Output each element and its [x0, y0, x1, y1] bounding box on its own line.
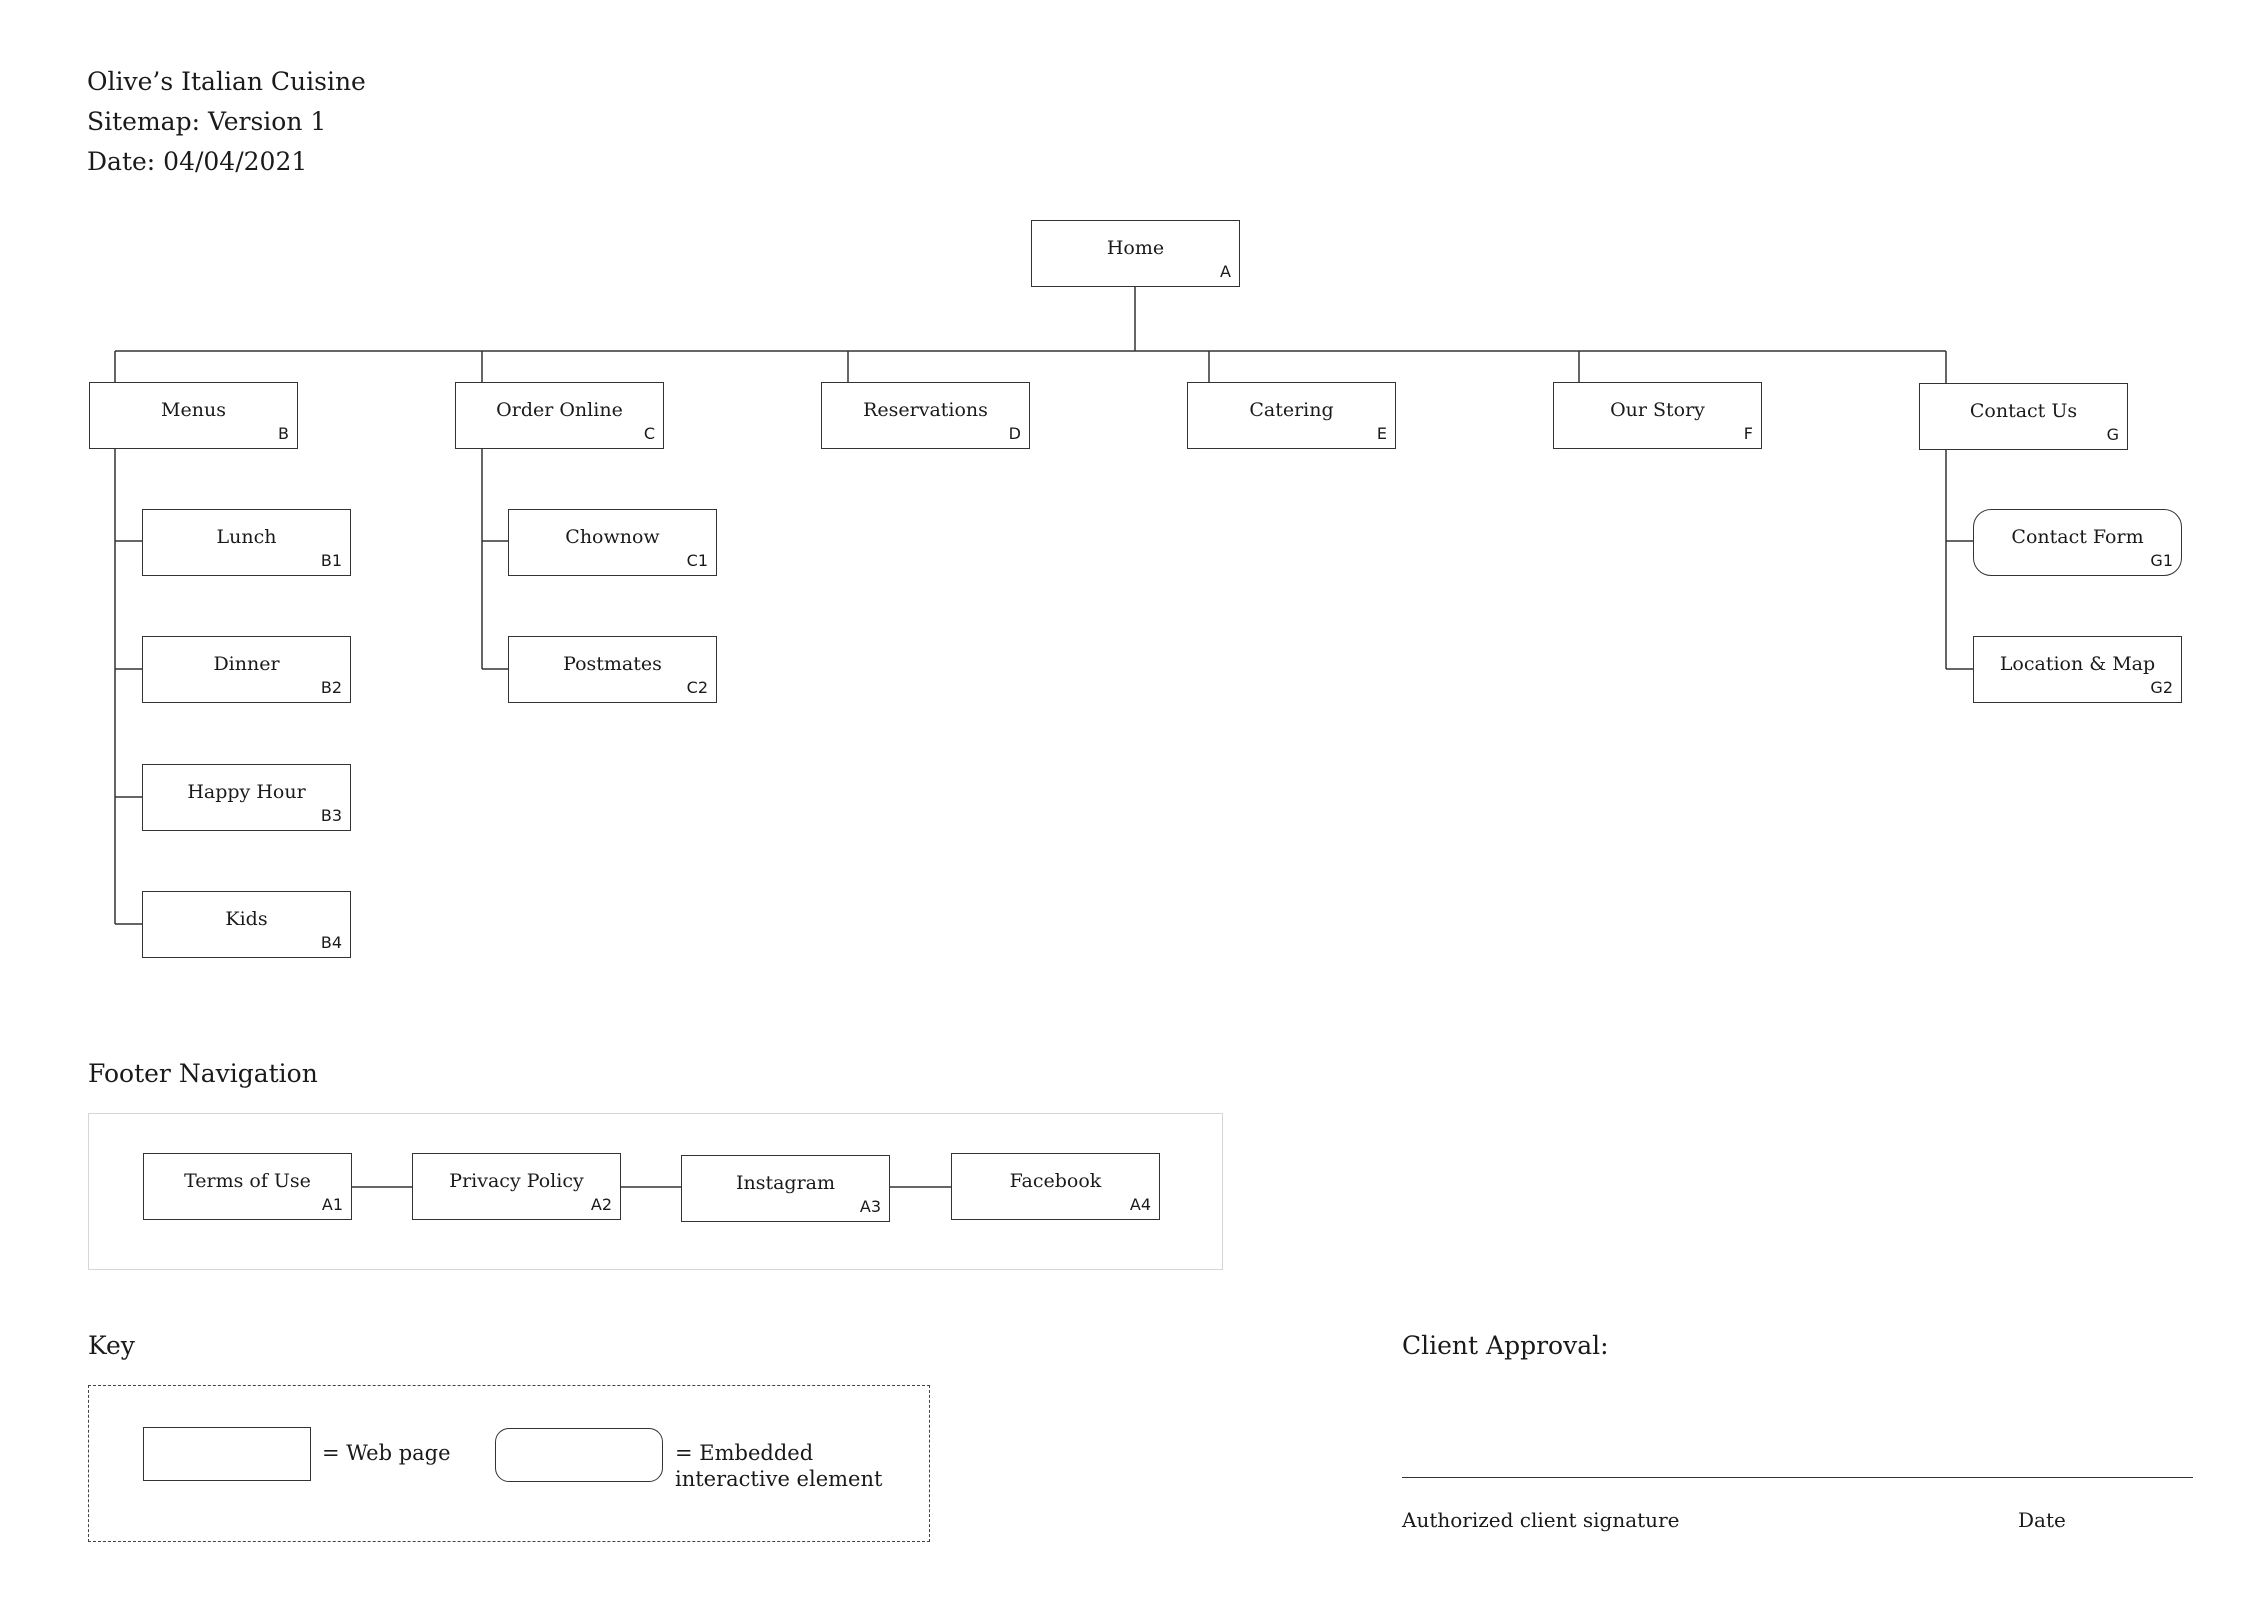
- node-label: Chownow: [565, 526, 660, 548]
- node-label: Happy Hour: [187, 781, 306, 803]
- node-code: B1: [320, 551, 342, 570]
- node-label: Facebook: [1009, 1170, 1102, 1192]
- sitemap-version: Sitemap: Version 1: [87, 107, 327, 136]
- node-label: Terms of Use: [184, 1170, 311, 1192]
- date-label: Date: [2018, 1508, 2066, 1532]
- node-label: Our Story: [1610, 399, 1705, 421]
- node-chownow: Chownow C1: [508, 509, 717, 576]
- node-catering: Catering E: [1187, 382, 1396, 449]
- node-code: A2: [590, 1195, 612, 1214]
- node-code: A1: [321, 1195, 343, 1214]
- key-title: Key: [88, 1331, 135, 1360]
- node-code: F: [1743, 424, 1753, 443]
- node-contact-us: Contact Us G: [1919, 383, 2128, 450]
- node-home: Home A: [1031, 220, 1240, 287]
- node-instagram: Instagram A3: [681, 1155, 890, 1222]
- node-order-online: Order Online C: [455, 382, 664, 449]
- node-code: C2: [686, 678, 708, 697]
- node-code: A4: [1129, 1195, 1151, 1214]
- node-label: Contact Form: [2011, 526, 2144, 548]
- node-label: Menus: [161, 399, 226, 421]
- node-location-map: Location & Map G2: [1973, 636, 2182, 703]
- node-code: B3: [320, 806, 342, 825]
- node-code: B2: [320, 678, 342, 697]
- client-approval-title: Client Approval:: [1402, 1331, 1609, 1360]
- node-label: Reservations: [863, 399, 988, 421]
- node-kids: Kids B4: [142, 891, 351, 958]
- node-code: C1: [686, 551, 708, 570]
- key-box: [88, 1385, 930, 1542]
- node-facebook: Facebook A4: [951, 1153, 1160, 1220]
- site-title: Olive’s Italian Cuisine: [87, 67, 366, 96]
- node-reservations: Reservations D: [821, 382, 1030, 449]
- node-label: Location & Map: [1999, 653, 2156, 675]
- key-embedded-label-line2: interactive element: [675, 1467, 883, 1491]
- node-code: G: [2106, 425, 2119, 444]
- node-label: Dinner: [213, 653, 280, 675]
- signature-label: Authorized client signature: [1402, 1508, 1680, 1532]
- key-embedded-swatch: [495, 1428, 663, 1482]
- node-code: B4: [320, 933, 342, 952]
- node-label: Order Online: [496, 399, 623, 421]
- node-label: Lunch: [216, 526, 277, 548]
- node-happy-hour: Happy Hour B3: [142, 764, 351, 831]
- node-code: A: [1220, 262, 1231, 281]
- node-terms-of-use: Terms of Use A1: [143, 1153, 352, 1220]
- node-our-story: Our Story F: [1553, 382, 1762, 449]
- node-label: Instagram: [735, 1172, 836, 1194]
- node-dinner: Dinner B2: [142, 636, 351, 703]
- node-code: C: [643, 424, 655, 443]
- node-postmates: Postmates C2: [508, 636, 717, 703]
- sitemap-date: Date: 04/04/2021: [87, 147, 308, 176]
- node-label: Home: [1106, 237, 1165, 259]
- key-web-page-swatch: [143, 1427, 311, 1481]
- node-label: Privacy Policy: [449, 1170, 584, 1192]
- node-label: Postmates: [563, 653, 662, 675]
- footer-nav-title: Footer Navigation: [88, 1059, 318, 1088]
- node-code: G2: [2150, 678, 2173, 697]
- node-code: A3: [859, 1197, 881, 1216]
- footer-nav-box: [88, 1113, 1223, 1270]
- key-web-page-label: = Web page: [322, 1441, 451, 1465]
- node-privacy-policy: Privacy Policy A2: [412, 1153, 621, 1220]
- node-contact-form: Contact Form G1: [1973, 509, 2182, 576]
- node-code: E: [1376, 424, 1387, 443]
- node-code: B: [278, 424, 289, 443]
- node-menus: Menus B: [89, 382, 298, 449]
- node-code: G1: [2150, 551, 2173, 570]
- node-label: Kids: [225, 908, 268, 930]
- node-label: Catering: [1249, 399, 1334, 421]
- node-lunch: Lunch B1: [142, 509, 351, 576]
- node-label: Contact Us: [1969, 400, 2078, 422]
- node-code: D: [1008, 424, 1021, 443]
- key-embedded-label-line1: = Embedded: [675, 1441, 814, 1465]
- signature-line: [1402, 1477, 2193, 1478]
